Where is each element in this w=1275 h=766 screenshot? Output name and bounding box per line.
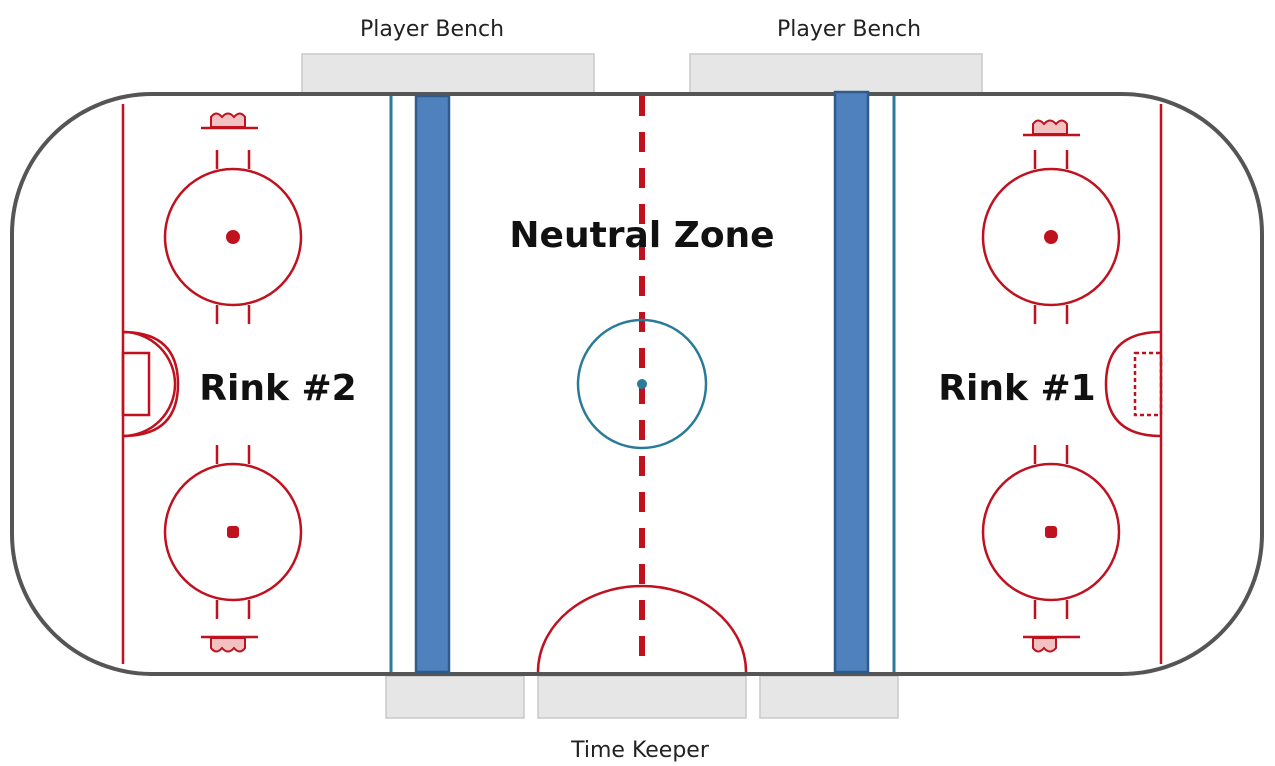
faceoff-circle-left-top	[163, 150, 303, 324]
goal-crease-right	[1104, 330, 1162, 438]
center-faceoff-dot	[637, 379, 647, 389]
player-bench-left	[301, 53, 595, 95]
player-bench-left-label: Player Bench	[360, 17, 504, 42]
faceoff-circle-right-top	[981, 150, 1121, 324]
time-keeper-label: Time Keeper	[570, 738, 710, 763]
goal-crease-left-arc	[122, 330, 180, 438]
hash-marker-right-bottom	[1023, 635, 1080, 653]
goal-crease-left	[122, 330, 177, 438]
hash-marker-left-top	[201, 112, 258, 130]
penalty-box-left	[385, 675, 525, 719]
time-keeper-box	[537, 675, 747, 719]
rink-2-label: Rink #2	[199, 368, 356, 409]
goal-net-left	[121, 351, 151, 417]
referee-crease	[536, 584, 748, 673]
faceoff-circle-right-bottom	[981, 445, 1121, 619]
hash-marker-left-bottom	[201, 635, 258, 653]
player-bench-right-label: Player Bench	[777, 17, 921, 42]
neutral-zone-label: Neutral Zone	[509, 215, 774, 256]
faceoff-circle-left-bottom	[163, 445, 303, 619]
rink-1-label: Rink #1	[938, 368, 1095, 409]
hash-marker-right-top	[1023, 119, 1080, 137]
player-bench-right	[689, 53, 983, 95]
blue-line-left	[414, 94, 451, 674]
goal-net-right	[1133, 351, 1163, 417]
blue-line-right	[833, 90, 870, 674]
penalty-box-right	[759, 675, 899, 719]
center-faceoff-circle	[576, 318, 708, 450]
